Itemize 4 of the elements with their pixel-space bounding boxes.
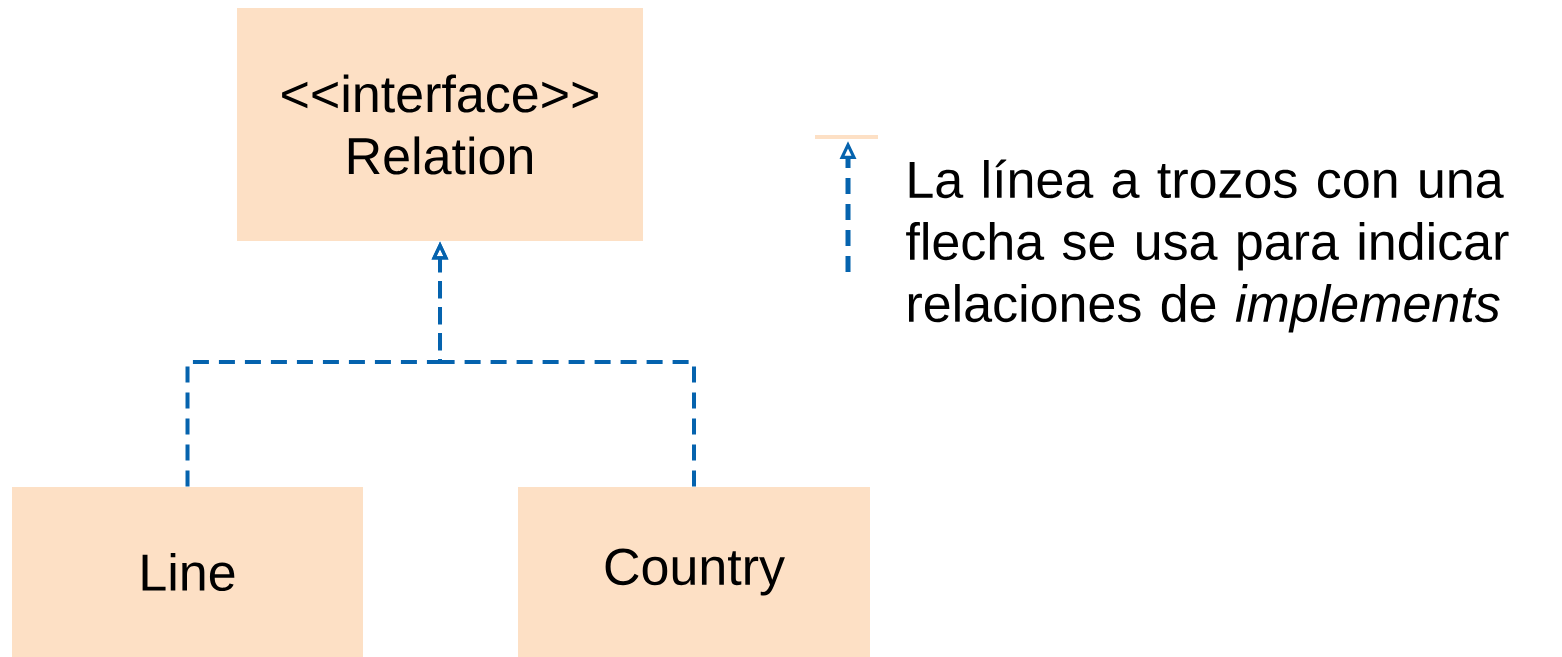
class-box: <<interface>> Relation <box>237 8 643 241</box>
class-box: Country <box>518 487 870 657</box>
legend-text: La línea a trozos con una flecha se usa para indicar relaciones de implements <box>906 159 1509 333</box>
class-box: Line <box>12 487 363 657</box>
